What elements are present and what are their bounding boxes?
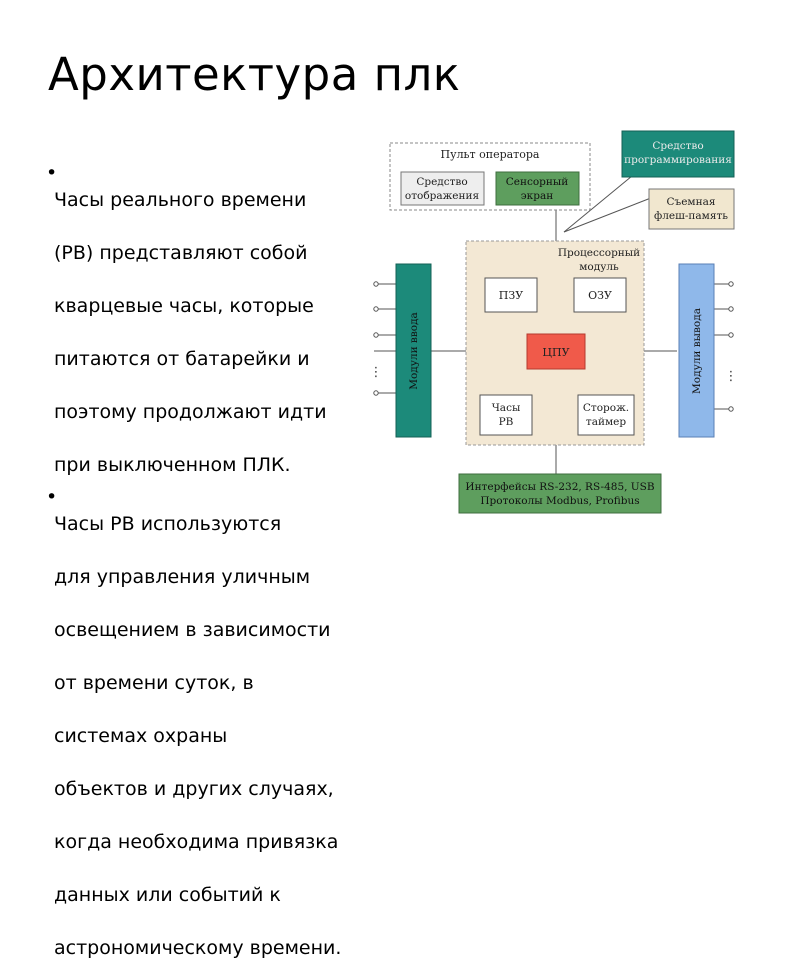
bullet-1-line-5: поэтому продолжают идти <box>54 400 327 423</box>
flash-memory-label-1: Съемная <box>667 196 716 208</box>
touch-screen-label-2: экран <box>521 190 553 202</box>
display-means-label-1: Средство <box>416 176 467 188</box>
bullet-2-line-7: когда необходима привязка <box>54 830 339 853</box>
flash-memory-label-2: флеш-память <box>654 210 728 222</box>
touch-screen-box <box>495 171 580 206</box>
bullet-1-line-3: кварцевые часы, которые <box>54 294 314 317</box>
rtc-label-2: РВ <box>499 416 514 428</box>
rom-label: ПЗУ <box>499 289 523 302</box>
processor-module-label-2: модуль <box>579 261 619 273</box>
flash-link-line <box>563 195 657 233</box>
interfaces-label-1: Интерфейсы RS-232, RS-485, USB <box>465 481 654 493</box>
processor-module-label-1: Процессорный <box>558 247 640 259</box>
interfaces-label-2: Протоколы Modbus, Profibus <box>480 495 639 507</box>
bullet-dot: • <box>46 162 58 184</box>
programming-means-box <box>621 130 735 178</box>
display-means-label-2: отображения <box>405 190 480 202</box>
bullet-2-line-3: освещением в зависимости <box>54 618 331 641</box>
cpu-label: ЦПУ <box>542 346 569 359</box>
ram-box <box>573 277 627 313</box>
output-ellipsis: ⋮ <box>725 369 738 384</box>
rtc-label-1: Часы <box>492 402 521 414</box>
watchdog-label-2: таймер <box>586 416 626 428</box>
plc-architecture-diagram: ⋮ ⋮ Пульт оператора Средство отображения… <box>370 130 738 514</box>
bullet-text-1: Часы реального времени (РВ) представляют… <box>48 160 398 478</box>
bullet-2-line-5: системах охраны <box>54 724 228 747</box>
bullet-2-line-9: астрономическому времени. <box>54 936 342 959</box>
input-modules-box <box>395 263 432 438</box>
bullet-1-line-6: при выключенном ПЛК. <box>54 453 291 476</box>
input-ellipsis: ⋮ <box>370 365 383 380</box>
programming-means-label-2: программирования <box>624 154 732 166</box>
rom-box <box>484 277 538 313</box>
display-means-box <box>400 171 485 206</box>
programming-means-label-1: Средство <box>652 140 703 152</box>
slide-title: Архитектура плк <box>48 48 461 101</box>
input-terminals <box>373 281 396 396</box>
output-terminals <box>714 281 734 412</box>
bullet-2-line-1: Часы РВ используются <box>54 512 282 535</box>
bullet-2-line-4: от времени суток, в <box>54 671 254 694</box>
watchdog-label-1: Сторож. <box>583 402 629 414</box>
cpu-box <box>526 333 586 370</box>
rtc-box <box>479 394 533 436</box>
input-modules-label: Модули ввода <box>408 312 420 390</box>
programming-link-line <box>563 175 633 233</box>
bullet-2-line-8: данных или событий к <box>54 883 281 906</box>
bullet-1-line-2: (РВ) представляют собой <box>54 241 308 264</box>
bullet-2-line-6: объектов и других случаях, <box>54 777 334 800</box>
bullet-item-1: • Часы реального времени (РВ) представля… <box>46 160 398 478</box>
bullet-1-line-4: питаются от батарейки и <box>54 347 310 370</box>
watchdog-box <box>577 394 635 436</box>
touch-screen-label-1: Сенсорный <box>506 176 569 188</box>
interfaces-box <box>458 473 662 514</box>
output-modules-box <box>678 263 715 438</box>
bullet-dot: • <box>46 486 58 508</box>
ram-label: ОЗУ <box>588 289 612 302</box>
bullet-1-line-1: Часы реального времени <box>54 188 307 211</box>
flash-memory-box <box>648 188 735 230</box>
output-modules-label: Модули вывода <box>691 308 703 394</box>
operator-panel-label: Пульт оператора <box>441 148 540 161</box>
bullet-2-line-2: для управления уличным <box>54 565 311 588</box>
